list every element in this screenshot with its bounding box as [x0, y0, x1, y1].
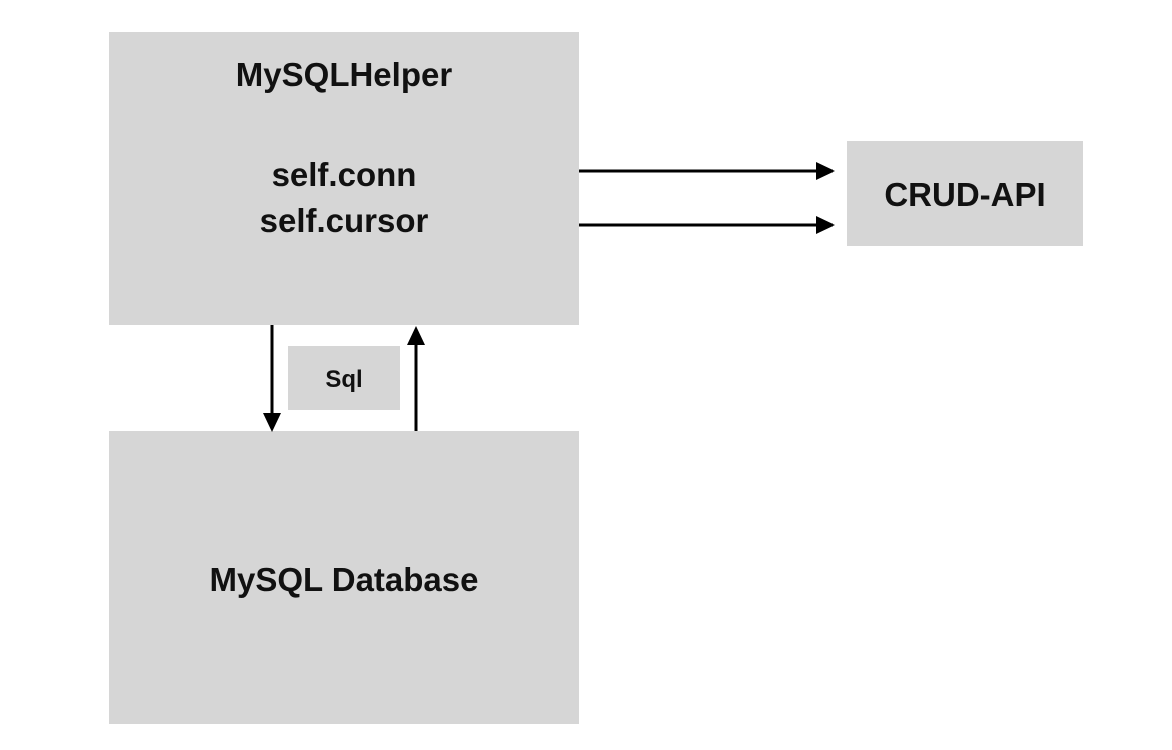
crud-api-label: CRUD-API — [884, 176, 1046, 213]
mysql-database-box: MySQL Database — [109, 431, 579, 724]
arrowhead-crud-bottom — [816, 216, 835, 234]
arrowhead-crud-top — [816, 162, 835, 180]
sql-label: Sql — [325, 366, 363, 393]
arrowhead-helper — [407, 326, 425, 345]
arrowhead-database — [263, 413, 281, 432]
mysqlhelper-box: MySQLHelper self.conn self.cursor — [109, 32, 579, 325]
crud-api-box: CRUD-API — [847, 141, 1083, 246]
mysqlhelper-attr-conn: self.conn — [271, 156, 417, 193]
mysqlhelper-title: MySQLHelper — [235, 56, 453, 93]
mysqlhelper-attr-cursor: self.cursor — [259, 202, 429, 239]
sql-box: Sql — [288, 346, 400, 410]
mysql-database-label: MySQL Database — [209, 561, 479, 598]
